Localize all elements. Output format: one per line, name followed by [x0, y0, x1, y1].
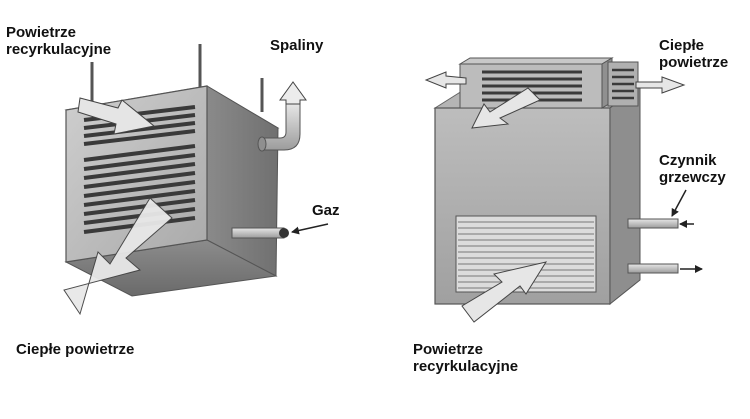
- label-right-heating-medium-line-1: Czynnik: [659, 152, 717, 169]
- label-right-recirculated-air-line-1: Powietrze: [413, 341, 484, 358]
- right-warm-air-arrow-right: [635, 76, 686, 94]
- left-gas-pipe: [231, 227, 285, 239]
- label-right-recirculated-air: Powietrze recyrkulacyjne: [413, 341, 518, 375]
- label-left-recirculated-air-line-1: Powietrze: [6, 24, 77, 41]
- label-right-warm-air: Ciepłe powietrze: [659, 37, 728, 71]
- right-outlet-side-louvers: [612, 68, 634, 100]
- label-right-warm-air-line-2: powietrze: [659, 54, 729, 71]
- label-right-heating-medium: Czynnik grzewczy: [659, 152, 726, 186]
- right-warm-air-arrow-left: [424, 71, 467, 89]
- right-outlet-box-top: [458, 57, 614, 65]
- right-heater: [424, 57, 703, 323]
- right-warm-air-arrow-front: [471, 87, 541, 129]
- right-supply-pipe: [627, 218, 679, 229]
- label-right-warm-air-line-1: Ciepłe: [659, 37, 705, 54]
- right-recirculated-air-arrow: [461, 261, 548, 323]
- left-flue-pipe-mouth: [257, 136, 267, 152]
- label-left-recirculated-air-line-2: recyrkulacyjne: [6, 41, 112, 58]
- label-left-recirculated-air: Powietrze recyrkulacyjne: [6, 24, 111, 58]
- label-left-exhaust: Spaliny: [270, 37, 324, 54]
- label-left-gas: Gaz: [312, 202, 340, 219]
- left-heater: [63, 44, 329, 316]
- right-return-pipe: [627, 263, 679, 274]
- label-left-warm-air: Ciepłe powietrze: [16, 341, 135, 358]
- label-right-heating-medium-line-2: grzewczy: [659, 169, 726, 186]
- left-gas-arrow: [291, 223, 329, 235]
- left-exhaust-arrow: [279, 81, 307, 105]
- left-recirculated-air-arrow: [77, 97, 156, 135]
- label-right-recirculated-air-line-2: recyrkulacyjne: [413, 358, 519, 375]
- left-warm-air-arrow: [63, 197, 173, 316]
- right-medium-pointer: [671, 189, 687, 217]
- left-gas-pipe-end: [279, 228, 289, 238]
